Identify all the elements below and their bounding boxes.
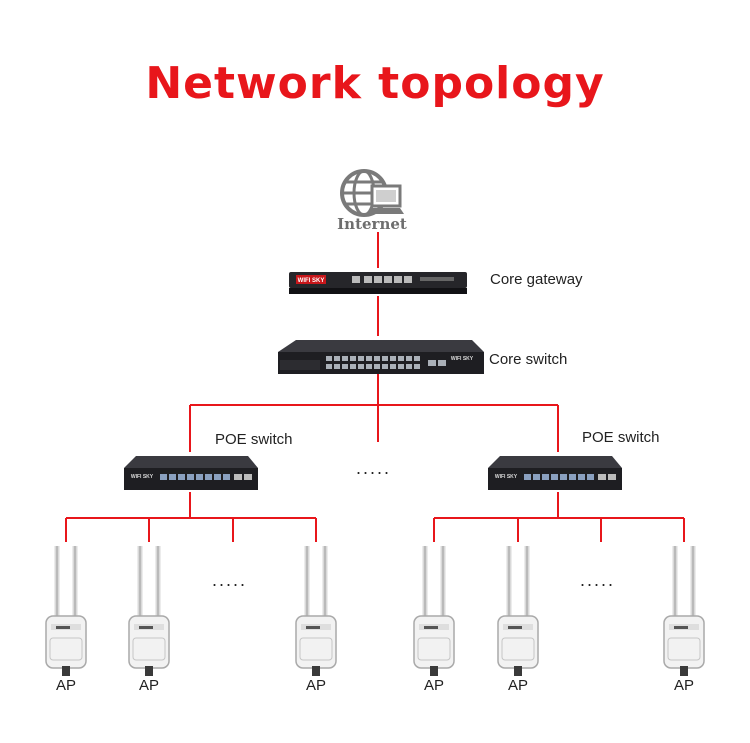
ellipsis-middle: ..... bbox=[356, 458, 392, 478]
ap-label-3: AP bbox=[305, 677, 326, 694]
svg-text:WIFI SKY: WIFI SKY bbox=[451, 356, 474, 362]
ap-label-1: AP bbox=[55, 677, 76, 694]
ap-label-5: AP bbox=[507, 677, 528, 694]
core-switch-label: Core switch bbox=[489, 351, 568, 368]
poe-switch-left-device: WIFI SKY bbox=[124, 456, 258, 490]
svg-text:WIFI SKY: WIFI SKY bbox=[298, 278, 325, 284]
svg-text:WIFI SKY: WIFI SKY bbox=[495, 474, 518, 480]
core-switch-device: WIFI SKY bbox=[278, 340, 484, 374]
access-point-6 bbox=[664, 546, 704, 676]
access-point-5 bbox=[498, 546, 538, 676]
core-gateway-device: WIFI SKY bbox=[289, 272, 467, 294]
poe-switch-right-label: POE switch bbox=[582, 429, 660, 446]
access-point-2 bbox=[129, 546, 169, 676]
ellipsis-right-aps: ..... bbox=[580, 570, 616, 590]
internet-icon: Internet bbox=[337, 169, 407, 233]
ap-label-6: AP bbox=[673, 677, 694, 694]
ap-label-2: AP bbox=[138, 677, 159, 694]
diagram-title: Network topology bbox=[145, 58, 605, 109]
access-point-3 bbox=[296, 546, 336, 676]
access-point-4 bbox=[414, 546, 454, 676]
access-point-1 bbox=[46, 546, 86, 676]
core-gateway-label: Core gateway bbox=[490, 271, 583, 288]
poe-switch-left-label: POE switch bbox=[215, 431, 293, 448]
ellipsis-left-aps: ..... bbox=[212, 570, 248, 590]
internet-label: Internet bbox=[337, 215, 407, 233]
connection-lines bbox=[65, 232, 685, 542]
ap-label-4: AP bbox=[423, 677, 444, 694]
svg-text:WIFI SKY: WIFI SKY bbox=[131, 474, 154, 480]
poe-switch-right-device: WIFI SKY bbox=[488, 456, 622, 490]
